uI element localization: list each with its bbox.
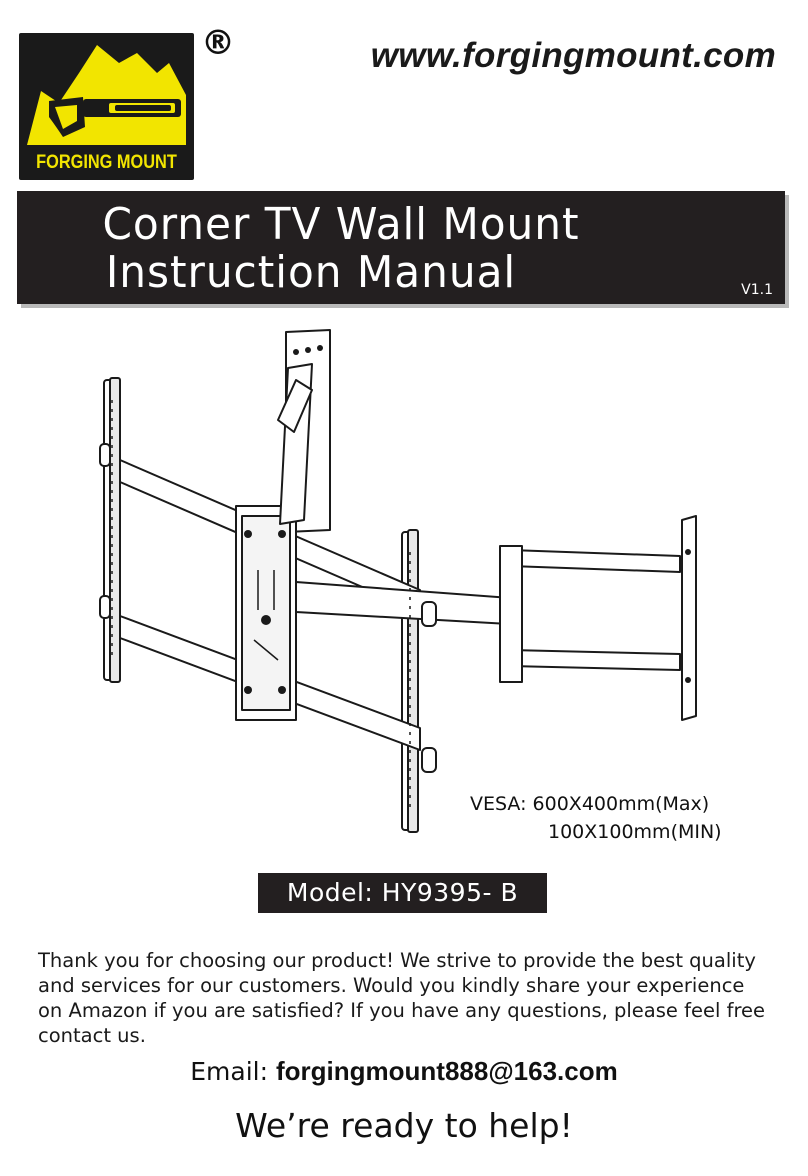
email-address[interactable]: forgingmount888@163.com (276, 1056, 618, 1086)
mountain-hammer-icon (27, 45, 186, 145)
logo-text: FORGING MOUNT (36, 152, 177, 173)
vesa-max: 600X400mm(Max) (532, 793, 710, 815)
contact-email: Email: forgingmount888@163.com (0, 1056, 808, 1087)
model-label: Model: HY9395- B (258, 873, 547, 913)
thanks-paragraph: Thank you for choosing our product! We s… (38, 949, 766, 1047)
brand-logo: FORGING MOUNT (19, 33, 194, 180)
vesa-spec: VESA: 600X400mm(Max) 100X100mm(MIN) (470, 790, 722, 846)
registered-mark: ® (201, 23, 235, 63)
title-line-1: Corner TV Wall Mount (102, 199, 580, 250)
title-line-2: Instruction Manual (105, 247, 517, 298)
email-label: Email: (190, 1057, 269, 1086)
closing-message: We’re ready to help! (235, 1106, 573, 1145)
website-url[interactable]: www.forgingmount.com (370, 36, 776, 75)
vesa-min: 100X100mm(MIN) (548, 821, 722, 843)
vesa-label: VESA: (470, 793, 527, 815)
corner-tv-wall-mount-drawing (99, 329, 697, 833)
version-label: V1.1 (741, 282, 773, 298)
title-banner: Corner TV Wall Mount Instruction Manual … (17, 191, 785, 304)
